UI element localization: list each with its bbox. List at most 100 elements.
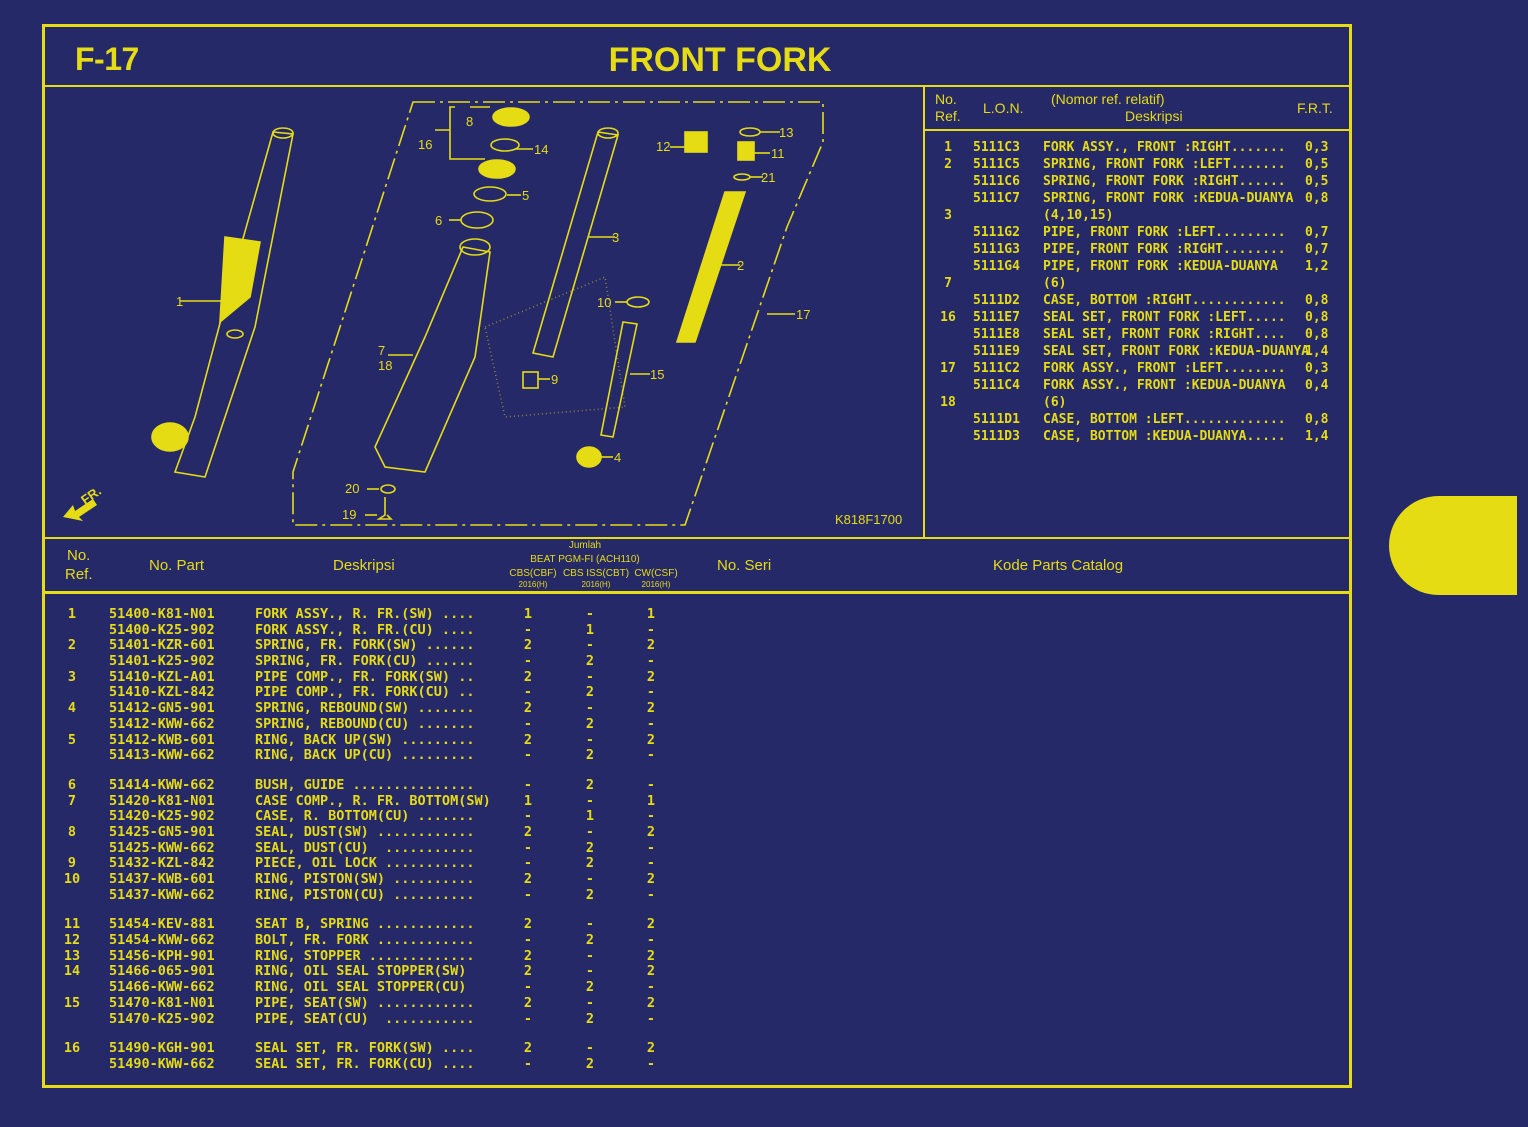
callout-7: 7 bbox=[378, 343, 385, 358]
title-bar: F-17 FRONT FORK bbox=[45, 27, 1349, 87]
col-deskripsi: Deskripsi bbox=[333, 557, 395, 574]
col-variant-3: CW(CSF) bbox=[634, 568, 678, 579]
lon-header-no: No. bbox=[935, 91, 957, 107]
callout-3: 3 bbox=[612, 230, 619, 245]
callout-5: 5 bbox=[522, 188, 529, 203]
col-no: No. bbox=[67, 547, 91, 564]
panel-divider bbox=[923, 87, 925, 537]
lon-row: 3(4,10,15) bbox=[944, 208, 1114, 223]
svg-text:FR.: FR. bbox=[78, 483, 104, 507]
lon-row: 18(6) bbox=[940, 395, 1067, 410]
lon-header-lon: L.O.N. bbox=[983, 100, 1024, 116]
col-variant-2-year: 2016(H) bbox=[581, 580, 611, 589]
callout-4: 4 bbox=[614, 450, 621, 465]
col-jumlah: Jumlah bbox=[568, 540, 602, 551]
col-variant-3-year: 2016(H) bbox=[641, 580, 671, 589]
callout-15: 15 bbox=[650, 367, 664, 382]
callout-14: 14 bbox=[534, 142, 548, 157]
side-page-tab[interactable] bbox=[1389, 496, 1517, 595]
lon-row: 7(6) bbox=[944, 276, 1067, 291]
callout-6: 6 bbox=[435, 213, 442, 228]
col-variant-1: CBS(CBF) bbox=[509, 568, 557, 579]
col-no-part: No. Part bbox=[149, 557, 205, 574]
col-no-seri: No. Seri bbox=[717, 557, 772, 574]
lon-header-ref: Ref. bbox=[935, 108, 961, 124]
catalog-page: F-17 FRONT FORK bbox=[42, 24, 1352, 1088]
callout-8: 8 bbox=[466, 114, 473, 129]
section-code: F-17 bbox=[75, 41, 139, 77]
lon-header: No. Ref. L.O.N. (Nomor ref. relatif) Des… bbox=[925, 87, 1349, 131]
col-variant-2: CBS ISS(CBT) bbox=[562, 568, 630, 579]
col-kode-parts-catalog: Kode Parts Catalog bbox=[993, 557, 1124, 574]
callout-9: 9 bbox=[551, 372, 558, 387]
callout-20: 20 bbox=[345, 481, 359, 496]
lon-header-desc-1: (Nomor ref. relatif) bbox=[1051, 91, 1165, 107]
callout-2: 2 bbox=[737, 258, 744, 273]
callout-17: 17 bbox=[796, 307, 810, 322]
lon-header-frt: F.R.T. bbox=[1297, 100, 1333, 116]
section-divider bbox=[45, 537, 1349, 539]
callout-13: 13 bbox=[779, 125, 793, 140]
lon-header-desc-2: Deskripsi bbox=[1125, 108, 1183, 124]
callout-19: 19 bbox=[342, 507, 356, 522]
callout-21: 21 bbox=[761, 170, 775, 185]
front-direction-arrow-icon: FR. bbox=[63, 483, 104, 521]
callout-12: 12 bbox=[656, 139, 670, 154]
parts-table-header: No. Ref. No. Part Deskripsi Jumlah BEAT … bbox=[45, 539, 1349, 594]
col-ref: Ref. bbox=[65, 566, 93, 583]
col-variant-1-year: 2016(H) bbox=[518, 580, 548, 589]
callout-10: 10 bbox=[597, 295, 611, 310]
callout-16: 16 bbox=[418, 137, 432, 152]
labor-operation-panel: No. Ref. L.O.N. (Nomor ref. relatif) Des… bbox=[925, 87, 1349, 537]
callout-1: 1 bbox=[176, 294, 183, 309]
exploded-diagram: 1 2 3 4 5 6 7 18 8 9 10 11 12 13 14 15 1… bbox=[45, 87, 923, 537]
callout-18: 18 bbox=[378, 358, 392, 373]
callout-11: 11 bbox=[771, 146, 785, 161]
col-model: BEAT PGM-FI (ACH110) bbox=[530, 554, 640, 565]
page-title: FRONT FORK bbox=[608, 41, 832, 79]
